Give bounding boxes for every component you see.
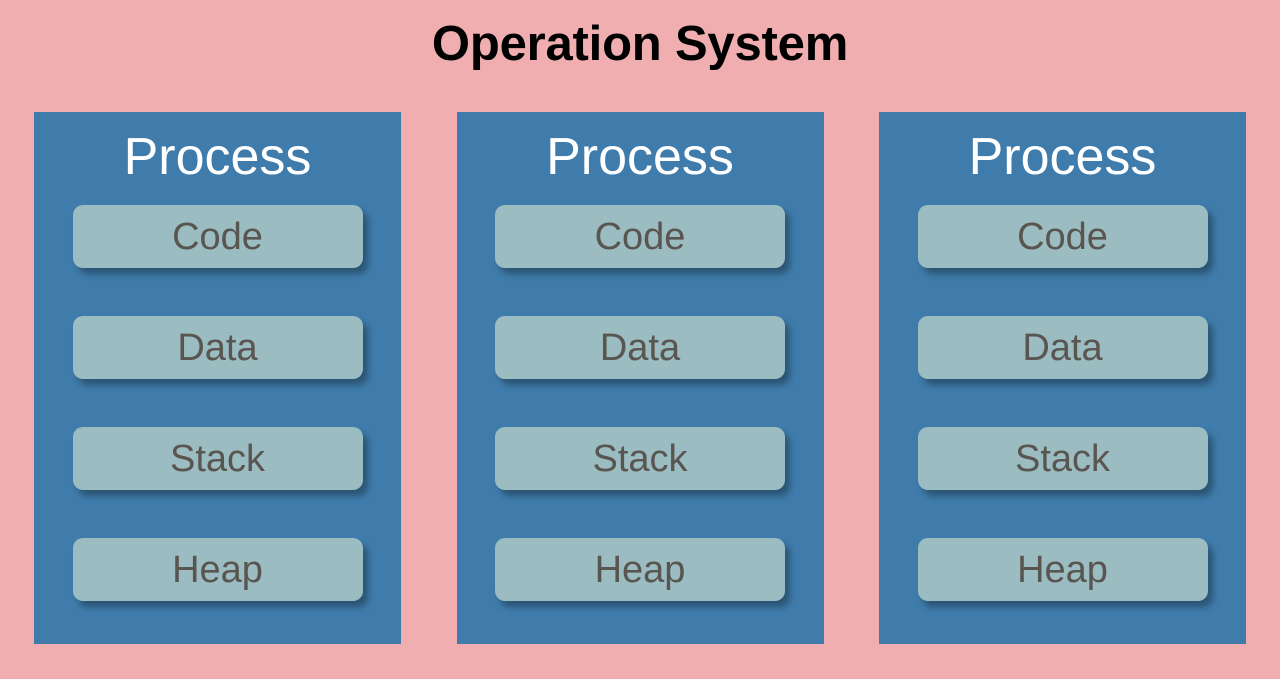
- segment-label: Data: [177, 326, 258, 369]
- segment-box-data: Data: [917, 316, 1208, 380]
- segment-label: Heap: [172, 548, 263, 591]
- segment-label: Code: [1017, 215, 1108, 258]
- segment-label: Stack: [169, 437, 266, 480]
- memory-segment-list-3: Code Data Stack Heap: [879, 205, 1246, 602]
- segment-box-code: Code: [917, 205, 1208, 269]
- segment-box-heap: Heap: [495, 538, 785, 602]
- segment-box-data: Data: [495, 316, 785, 380]
- segment-box-heap: Heap: [917, 538, 1208, 602]
- segment-box-stack: Stack: [72, 427, 363, 491]
- segment-label: Data: [1022, 326, 1103, 369]
- segment-label: Stack: [592, 437, 688, 480]
- page-title: Operation System: [431, 17, 849, 71]
- segment-box-heap: Heap: [72, 538, 363, 602]
- process-panel-1: Process Code Data Stack Heap: [34, 112, 401, 644]
- segment-box-code: Code: [495, 205, 785, 269]
- memory-segment-list-1: Code Data Stack Heap: [34, 205, 401, 602]
- process-panel-title: Process: [968, 128, 1157, 186]
- process-panel-3: Process Code Data Stack Heap: [879, 112, 1246, 644]
- segment-box-code: Code: [72, 205, 363, 269]
- memory-segment-list-2: Code Data Stack Heap: [457, 205, 824, 602]
- process-panel-title: Process: [546, 128, 734, 186]
- segment-label: Heap: [1017, 548, 1108, 591]
- segment-label: Heap: [594, 548, 686, 591]
- segment-label: Stack: [1014, 437, 1111, 480]
- process-panel-title: Process: [123, 128, 312, 186]
- segment-box-data: Data: [72, 316, 363, 380]
- segment-label: Code: [594, 215, 686, 258]
- segment-label: Data: [599, 326, 681, 369]
- process-panel-2: Process Code Data Stack Heap: [456, 112, 824, 644]
- segment-label: Code: [172, 215, 263, 258]
- segment-box-stack: Stack: [495, 427, 785, 491]
- segment-box-stack: Stack: [917, 427, 1208, 491]
- process-panel-row: Process Code Data Stack Heap Process: [34, 112, 1246, 644]
